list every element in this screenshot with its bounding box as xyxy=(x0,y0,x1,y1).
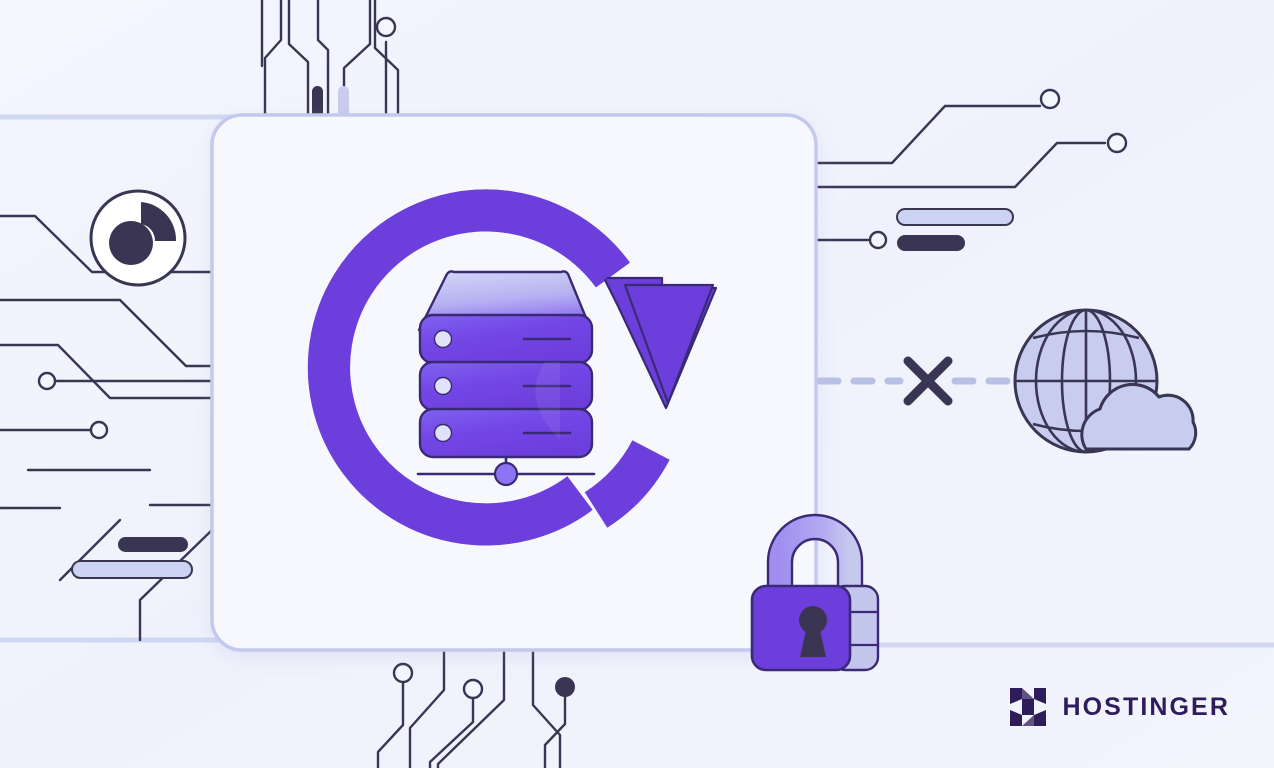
server-led-3 xyxy=(433,423,453,443)
hostinger-logo-text: HOSTINGER xyxy=(1062,692,1230,721)
padlock-keyhole-stem xyxy=(800,630,826,657)
right-pill-bars xyxy=(896,208,1014,251)
padlock-body xyxy=(750,584,852,672)
circuit-nodes-bottom xyxy=(392,662,575,700)
top-pill-bars xyxy=(312,86,349,120)
circuit-traces-bottom xyxy=(376,648,567,768)
padlock-shackle xyxy=(768,515,862,600)
padlock-shackle-outline-inner xyxy=(790,537,840,600)
hostinger-logo: HOSTINGER xyxy=(1008,686,1230,728)
padlock-shackle-outline-outer xyxy=(766,513,864,600)
server-led-1 xyxy=(433,329,453,349)
left-pill-bars xyxy=(71,537,193,579)
circuit-nodes-left xyxy=(37,371,109,440)
x-mark-icon xyxy=(903,356,953,406)
padlock-icon xyxy=(750,513,880,672)
padlock-keyhole-circle xyxy=(799,606,827,634)
refresh-arc-outline xyxy=(307,189,629,546)
circuit-nodes-right xyxy=(868,88,1128,250)
server-led-2 xyxy=(433,376,453,396)
circuit-traces-right xyxy=(814,104,1107,242)
circuit-traces-lower-left xyxy=(0,506,214,642)
hostinger-logo-mark xyxy=(1010,688,1047,726)
refresh-arc-tail xyxy=(584,439,670,528)
globe-cloud-icon xyxy=(1013,308,1198,454)
server-network-node xyxy=(493,461,519,487)
broken-connection-indicator xyxy=(816,356,1032,406)
status-ring-icon xyxy=(89,189,187,287)
server-stack-icon xyxy=(416,270,596,487)
circuit-nodes-top xyxy=(375,16,397,38)
